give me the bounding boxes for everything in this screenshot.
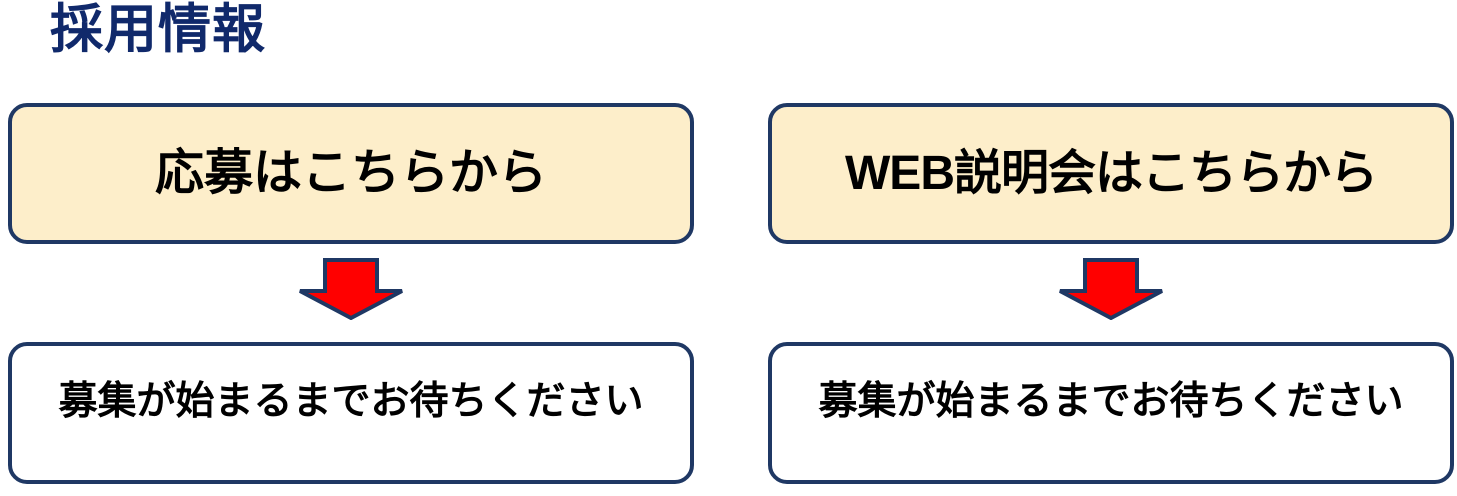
web-briefing-cta-button[interactable]: WEB説明会はこちらから bbox=[768, 103, 1454, 244]
apply-status-label: 募集が始まるまでお待ちください bbox=[58, 379, 644, 423]
apply-cta-button[interactable]: 応募はこちらから bbox=[8, 103, 694, 244]
apply-status-box: 募集が始まるまでお待ちください bbox=[8, 342, 694, 484]
arrow-down-icon bbox=[1058, 258, 1164, 320]
page-title: 採用情報 bbox=[50, 0, 266, 59]
web-briefing-cta-label: WEB説明会はこちらから bbox=[845, 146, 1378, 200]
web-briefing-column: WEB説明会はこちらから 募集が始まるまでお待ちください bbox=[766, 0, 1454, 496]
arrow-down-icon bbox=[298, 258, 404, 320]
web-briefing-status-label: 募集が始まるまでお待ちください bbox=[818, 379, 1404, 423]
application-column: 応募はこちらから 募集が始まるまでお待ちください bbox=[6, 0, 694, 496]
web-briefing-status-box: 募集が始まるまでお待ちください bbox=[768, 342, 1454, 484]
apply-cta-label: 応募はこちらから bbox=[154, 146, 547, 200]
